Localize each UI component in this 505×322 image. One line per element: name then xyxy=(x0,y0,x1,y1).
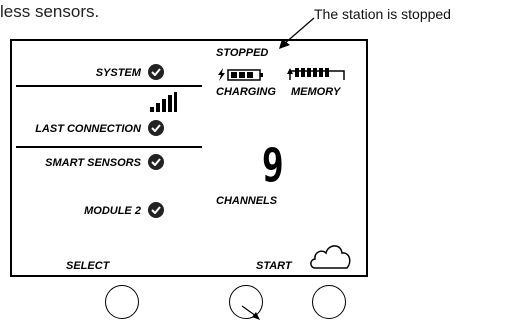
charging-label: CHARGING xyxy=(216,86,276,98)
signal-bars-icon xyxy=(150,92,177,112)
smart-sensors-label: SMART SENSORS xyxy=(45,156,141,169)
module-label: MODULE 2 xyxy=(84,204,141,217)
memory-label: MEMORY xyxy=(291,86,341,98)
start-label: START xyxy=(256,260,292,272)
select-label: SELECT xyxy=(66,260,110,272)
channel-count: 9 xyxy=(261,138,284,192)
last-connection-status: LAST CONNECTION xyxy=(35,120,164,137)
cloud-icon xyxy=(310,245,351,269)
battery-charging-icon xyxy=(218,68,263,81)
divider xyxy=(16,85,202,87)
divider xyxy=(16,146,202,148)
system-label: SYSTEM xyxy=(95,66,141,79)
module-status: MODULE 2 xyxy=(84,202,164,219)
press-arrow-icon xyxy=(241,305,260,320)
system-status: SYSTEM xyxy=(95,64,164,81)
select-button[interactable] xyxy=(105,285,139,319)
memory-bar-icon xyxy=(287,68,345,80)
check-icon xyxy=(148,154,164,170)
cloud-button[interactable] xyxy=(312,285,346,319)
check-icon xyxy=(148,202,164,218)
status-label: STOPPED xyxy=(216,47,269,59)
intro-text: less sensors. xyxy=(0,2,100,21)
check-icon xyxy=(148,64,164,80)
check-icon xyxy=(148,120,164,136)
start-button[interactable] xyxy=(229,285,263,319)
callout-label: The station is stopped xyxy=(314,6,451,22)
device-display: SYSTEM LAST CONNECTION SMART SENSORS MOD… xyxy=(10,39,368,277)
channels-label: CHANNELS xyxy=(216,195,278,207)
last-connection-label: LAST CONNECTION xyxy=(35,122,141,135)
smart-sensors-status: SMART SENSORS xyxy=(45,154,164,171)
